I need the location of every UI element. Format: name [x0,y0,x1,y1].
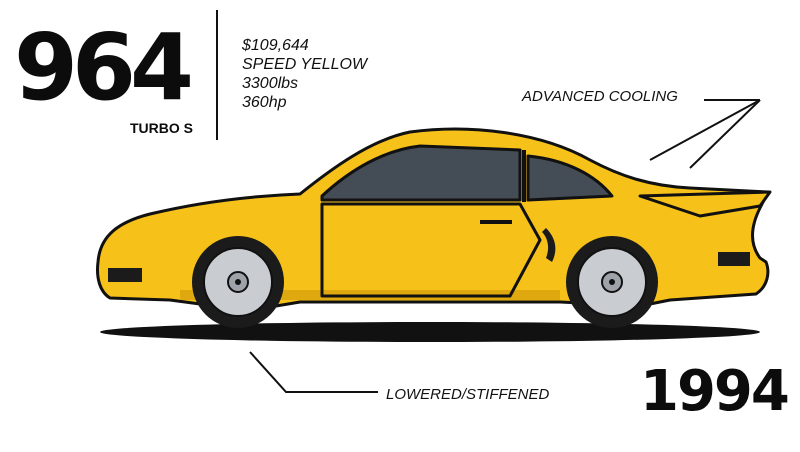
suspension-leader-line [249,351,378,393]
model-number: 964 [14,14,194,121]
spec-price: $109,644 [242,37,309,54]
model-year: 1994 [640,359,790,424]
model-variant: TURBO S [130,120,193,136]
divider-line [216,10,218,140]
callout-lowered: LOWERED/STIFFENED [386,386,550,403]
front-wheel [192,236,284,328]
spec-list: $109,644 SPEED YELLOW 3300lbs 360hp [242,36,367,112]
spec-power: 360hp [242,94,287,111]
spec-color: SPEED YELLOW [242,56,368,73]
callout-cooling: ADVANCED COOLING [522,88,678,105]
rear-wheel [566,236,658,328]
ground-shadow [100,322,760,342]
spec-weight: 3300lbs [242,75,299,92]
cooling-leader-lines [649,99,761,169]
